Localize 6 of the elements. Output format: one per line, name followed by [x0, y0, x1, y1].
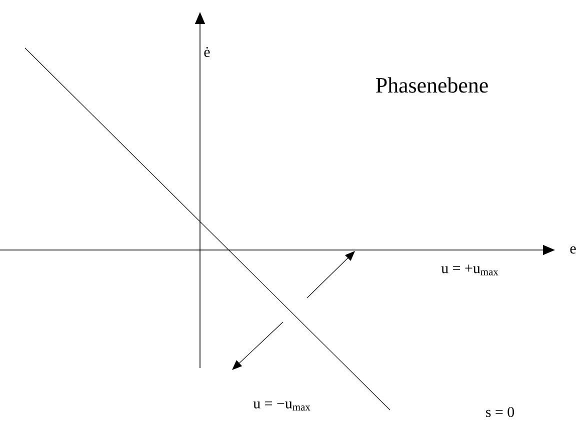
axis-label: e: [570, 246, 576, 254]
region-label: u = +u$_{max}$: [441, 264, 498, 276]
line-label: s = 0: [486, 406, 514, 418]
axis-label: ė: [204, 47, 210, 58]
plane-title: Phasenebene: [376, 77, 488, 93]
region-label: u = −u$_{max}$: [253, 401, 310, 411]
